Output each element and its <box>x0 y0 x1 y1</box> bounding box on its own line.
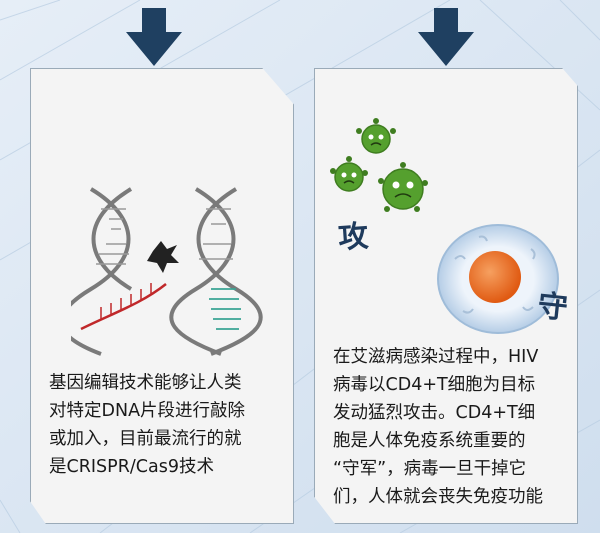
defend-label: 守 <box>536 281 570 328</box>
attack-label: 攻 <box>337 211 370 257</box>
dna-helix-icon <box>71 179 271 359</box>
gene-editing-description: 基因编辑技术能够让人类 对特定DNA片段进行敲除 或加入，目前最流行的就 是CR… <box>49 369 279 481</box>
down-arrow-icon <box>418 8 474 66</box>
hiv-attack-description: 在艾滋病感染过程中，HIV 病毒以CD4+T细胞为目标 发动猛烈攻击。CD4+T… <box>333 343 563 511</box>
scissors-icon <box>147 241 179 273</box>
gene-editing-card: 基因编辑技术能够让人类 对特定DNA片段进行敲除 或加入，目前最流行的就 是CR… <box>30 68 294 524</box>
down-arrow-icon <box>126 8 182 66</box>
